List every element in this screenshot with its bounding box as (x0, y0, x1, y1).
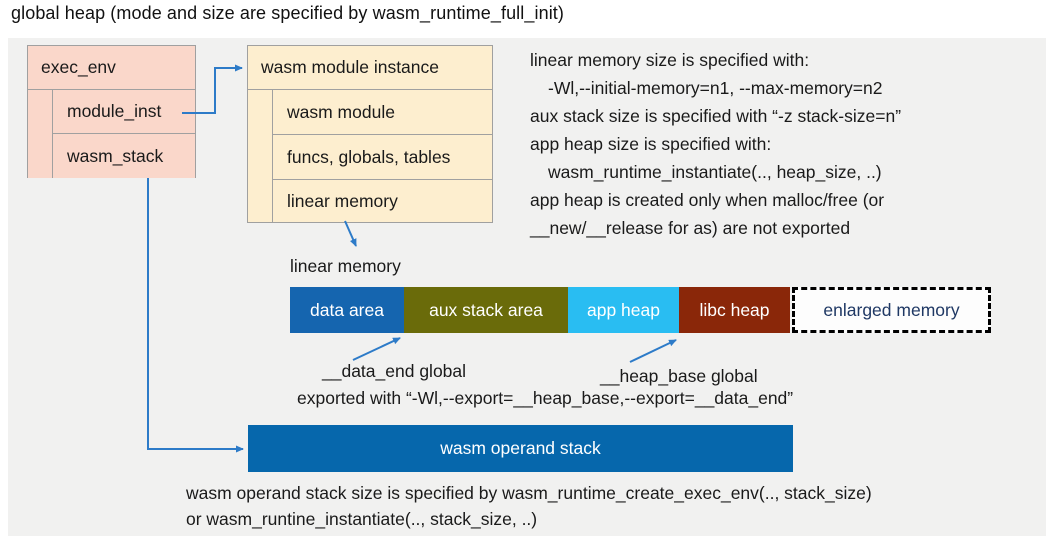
note-line: app heap is created only when malloc/fre… (530, 190, 885, 210)
linear-memory-label: linear memory (290, 256, 401, 276)
segment-libc-heap: libc heap (679, 287, 790, 333)
module-instance-row-wasm-module: wasm module (273, 90, 492, 135)
note-line: linear memory size is specified with: (530, 50, 810, 70)
exported-with-label: exported with “-Wl,--export=__heap_base,… (297, 388, 794, 408)
diagram-title: global heap (mode and size are specified… (11, 3, 564, 23)
note-line: wasm operand stack size is specified by … (186, 483, 872, 503)
wasm-module-instance-box: wasm module instance wasm module funcs, … (247, 45, 493, 223)
note-line: -Wl,--initial-memory=n1, --max-memory=n2 (548, 78, 883, 98)
data-end-global-label: __data_end global (322, 361, 467, 381)
segment-app-heap: app heap (568, 287, 679, 333)
module-instance-row-funcs-globals-tables: funcs, globals, tables (273, 135, 492, 180)
note-line: app heap size is specified with: (530, 134, 772, 154)
note-line: wasm_runtime_instantiate(.., heap_size, … (548, 162, 882, 182)
note-line: __new/__release for as) are not exported (530, 218, 851, 238)
linear-memory-bar: data area aux stack area app heap libc h… (290, 287, 790, 333)
operand-stack-notes: wasm operand stack size is specified by … (186, 480, 872, 532)
segment-enlarged-memory: enlarged memory (792, 287, 991, 333)
segment-data-area: data area (290, 287, 404, 333)
module-instance-row-linear-memory: linear memory (287, 191, 398, 211)
exec-env-box: exec_env module_inst wasm_stack (27, 45, 196, 178)
note-line: or wasm_runtine_instantiate(.., stack_si… (186, 509, 538, 529)
wasm-module-instance-indent-cell (248, 90, 273, 223)
exec-env-indent-cell (28, 90, 53, 178)
exec-env-row-wasm-stack: wasm_stack (53, 134, 195, 178)
exec-env-row-module-inst: module_inst (53, 90, 195, 134)
memory-size-notes: linear memory size is specified with: -W… (530, 46, 1042, 242)
note-line: aux stack size is specified with “-z sta… (530, 106, 902, 126)
segment-aux-stack-area: aux stack area (404, 287, 568, 333)
wasm-operand-stack-box: wasm operand stack (248, 425, 793, 472)
exec-env-header: exec_env (28, 46, 195, 90)
wasm-module-instance-header: wasm module instance (248, 46, 492, 90)
heap-base-global-label: __heap_base global (600, 366, 758, 386)
